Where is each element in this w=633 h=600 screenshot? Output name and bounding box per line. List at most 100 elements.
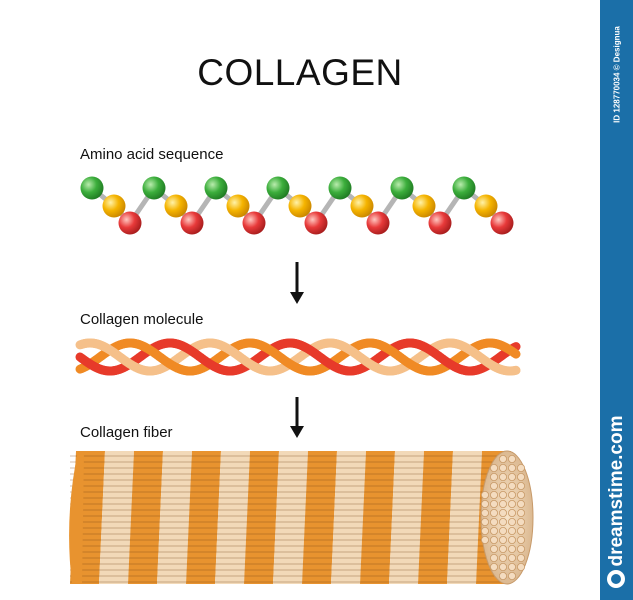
fibril-end xyxy=(498,572,507,581)
fiber-band xyxy=(273,451,308,584)
fiber-band xyxy=(99,451,134,584)
fibril-end xyxy=(480,536,489,545)
fiber-band xyxy=(215,451,250,584)
fibril-end xyxy=(517,527,526,536)
helix-strand-red xyxy=(434,351,446,363)
fibril-end xyxy=(517,545,526,554)
fibril-end xyxy=(489,481,498,490)
fibril-end xyxy=(498,536,507,545)
collagen-fiber-bundle xyxy=(69,450,534,585)
helix-strand-red xyxy=(509,342,521,353)
fiber-band xyxy=(447,451,482,584)
fibril-end xyxy=(507,536,516,545)
helix-strand-orange xyxy=(394,351,406,363)
fibril-end xyxy=(489,518,498,527)
fibril-end xyxy=(498,499,507,508)
fibril-end xyxy=(480,527,489,536)
amino-acid-label: Amino acid sequence xyxy=(80,146,224,163)
amino-acid-yellow xyxy=(102,194,126,218)
fibril-end xyxy=(517,536,526,545)
fibril-end xyxy=(498,554,507,563)
fibril-end xyxy=(507,454,516,463)
amino-acid-red xyxy=(304,211,328,235)
fibril-end xyxy=(489,554,498,563)
amino-acid-red xyxy=(118,211,142,235)
amino-acid-yellow xyxy=(474,194,498,218)
helix-strand-light xyxy=(354,352,366,363)
amino-acid-yellow xyxy=(226,194,250,218)
watermark-brand: dreamstime.com xyxy=(605,415,627,567)
fibril-end xyxy=(517,508,526,517)
fibril-end xyxy=(489,527,498,536)
fibril-end xyxy=(507,499,516,508)
amino-acid-yellow xyxy=(288,194,312,218)
amino-acid-chain xyxy=(80,176,514,235)
fibril-end xyxy=(498,527,507,536)
fiber-band xyxy=(186,451,221,584)
fibril-end xyxy=(507,545,516,554)
fibril-end xyxy=(480,518,489,527)
collagen-diagram xyxy=(69,176,534,585)
amino-acid-green xyxy=(80,176,104,200)
fibril-end xyxy=(489,499,498,508)
amino-acid-red xyxy=(366,211,390,235)
amino-acid-green xyxy=(142,176,166,200)
fibril-end xyxy=(498,454,507,463)
amino-acid-red xyxy=(180,211,204,235)
fiber-band xyxy=(128,451,163,584)
fiber-band xyxy=(331,451,366,584)
helix-strand-orange xyxy=(75,363,87,374)
fiber-band xyxy=(244,451,279,584)
fibril-end xyxy=(489,490,498,499)
dreamstime-logo-icon xyxy=(607,570,625,588)
fibril-end xyxy=(517,518,526,527)
fibril-end xyxy=(507,572,516,581)
fibril-end xyxy=(489,472,498,481)
fibril-end xyxy=(507,563,516,572)
fibril-end xyxy=(507,472,516,481)
helix-strand-red xyxy=(75,352,87,363)
fibril-end xyxy=(498,490,507,499)
collagen-fiber-label: Collagen fiber xyxy=(80,424,173,441)
fiber-band xyxy=(157,451,192,584)
fibril-end xyxy=(507,463,516,472)
fibril-end xyxy=(517,472,526,481)
fibril-end xyxy=(517,463,526,472)
fiber-band xyxy=(302,451,337,584)
helix-strand-light xyxy=(234,351,246,362)
helix-strand-orange xyxy=(154,351,166,363)
fibril-end xyxy=(498,508,507,517)
fibril-end xyxy=(517,490,526,499)
helix-strand-red xyxy=(194,351,206,363)
fibril-end xyxy=(507,518,516,527)
fibril-end xyxy=(517,481,526,490)
amino-acid-yellow xyxy=(164,194,188,218)
fiber-left-cap xyxy=(69,451,84,584)
fibril-end xyxy=(480,508,489,517)
amino-acid-green xyxy=(452,176,476,200)
fibril-end xyxy=(498,563,507,572)
fibril-end xyxy=(480,490,489,499)
amino-acid-yellow xyxy=(412,194,436,218)
fibril-end xyxy=(507,481,516,490)
fiber-cross-section xyxy=(480,450,534,585)
helix-strand-red xyxy=(315,352,327,363)
fiber-band xyxy=(389,451,424,584)
amino-acid-red xyxy=(490,211,514,235)
watermark-id: ID 128770034 © Designua xyxy=(612,26,621,123)
amino-acid-green xyxy=(204,176,228,200)
fibril-end xyxy=(489,563,498,572)
fibril-end xyxy=(517,499,526,508)
amino-acid-red xyxy=(428,211,452,235)
amino-acid-green xyxy=(390,176,414,200)
helix-strand-light xyxy=(115,352,127,363)
fibril-end xyxy=(507,527,516,536)
fibril-end xyxy=(517,554,526,563)
fibril-end xyxy=(498,545,507,554)
fibril-end xyxy=(489,508,498,517)
amino-acid-green xyxy=(328,176,352,200)
amino-acid-green xyxy=(266,176,290,200)
amino-acid-yellow xyxy=(350,194,374,218)
fibril-end xyxy=(480,499,489,508)
helix-strand-light xyxy=(473,351,485,362)
